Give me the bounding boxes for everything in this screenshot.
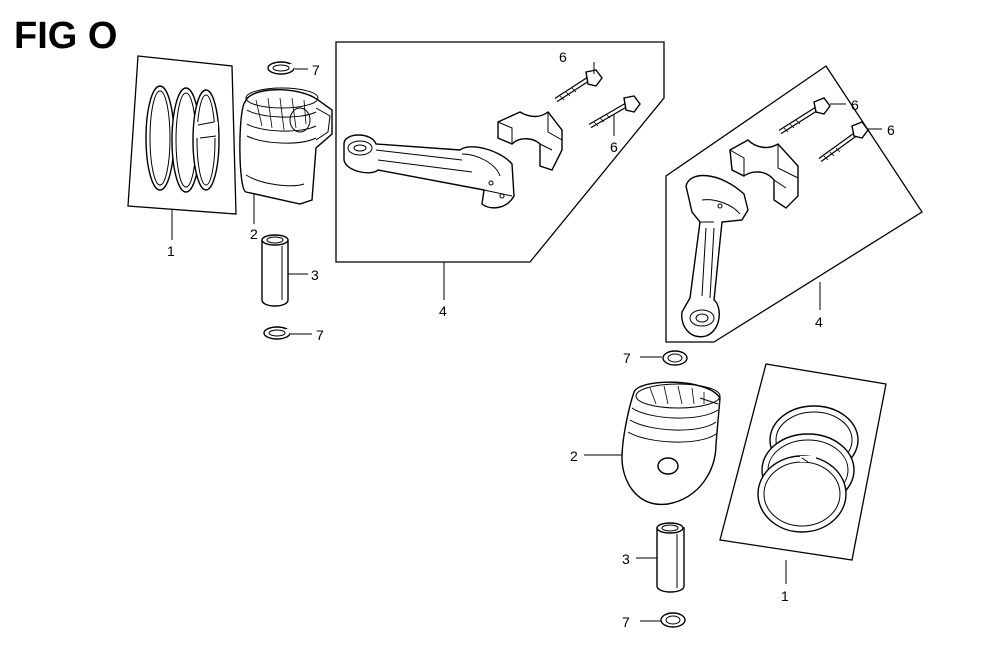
rod-bolt-left-b (588, 95, 641, 129)
callout-left-bolt-a: 6 (559, 49, 567, 65)
piston-left (239, 87, 333, 205)
piston-pin-right (656, 522, 685, 593)
rod-cap-left (497, 111, 563, 171)
piston-pin-clip-left-top (267, 61, 296, 75)
callout-left-piston: 2 (250, 226, 258, 242)
ring-set-frame-right (719, 363, 887, 561)
callout-right-rings: 1 (781, 588, 789, 604)
callout-right-pin: 3 (622, 551, 630, 567)
piston-right (621, 381, 721, 505)
callout-right-clip-bottom: 7 (622, 614, 630, 630)
rod-assembly-frame-right (665, 65, 923, 343)
piston-pin-clip-left-bottom (263, 326, 292, 340)
piston-pin-clip-right-top (662, 350, 688, 366)
callout-right-bolt-b: 6 (887, 122, 895, 138)
figure-title: FIG O (14, 15, 118, 57)
rod-bolt-right-b (818, 121, 869, 163)
rod-bolt-left-a (554, 69, 603, 103)
callout-left-clip-bottom: 7 (316, 327, 324, 343)
callout-left-bolt-b: 6 (610, 139, 618, 155)
callout-right-bolt-a: 6 (851, 97, 859, 113)
connecting-rod-right (681, 174, 749, 338)
callout-left-rod-assembly: 4 (439, 303, 447, 319)
connecting-rod-left (343, 134, 515, 209)
callout-left-pin: 3 (311, 267, 319, 283)
callout-right-clip-top: 7 (623, 350, 631, 366)
piston-ring-set-left (127, 55, 237, 215)
callout-right-rod-assembly: 4 (815, 314, 823, 330)
rod-cap-right (729, 139, 799, 209)
piston-pin-left (261, 234, 289, 307)
piston-ring-set-right (757, 405, 859, 533)
callout-right-piston: 2 (570, 448, 578, 464)
callout-left-rings: 1 (167, 243, 175, 259)
rod-bolt-right-a (778, 97, 831, 135)
piston-pin-clip-right-bottom (660, 612, 686, 628)
callout-left-clip-top: 7 (312, 62, 320, 78)
rod-assembly-frame-left (335, 41, 665, 263)
